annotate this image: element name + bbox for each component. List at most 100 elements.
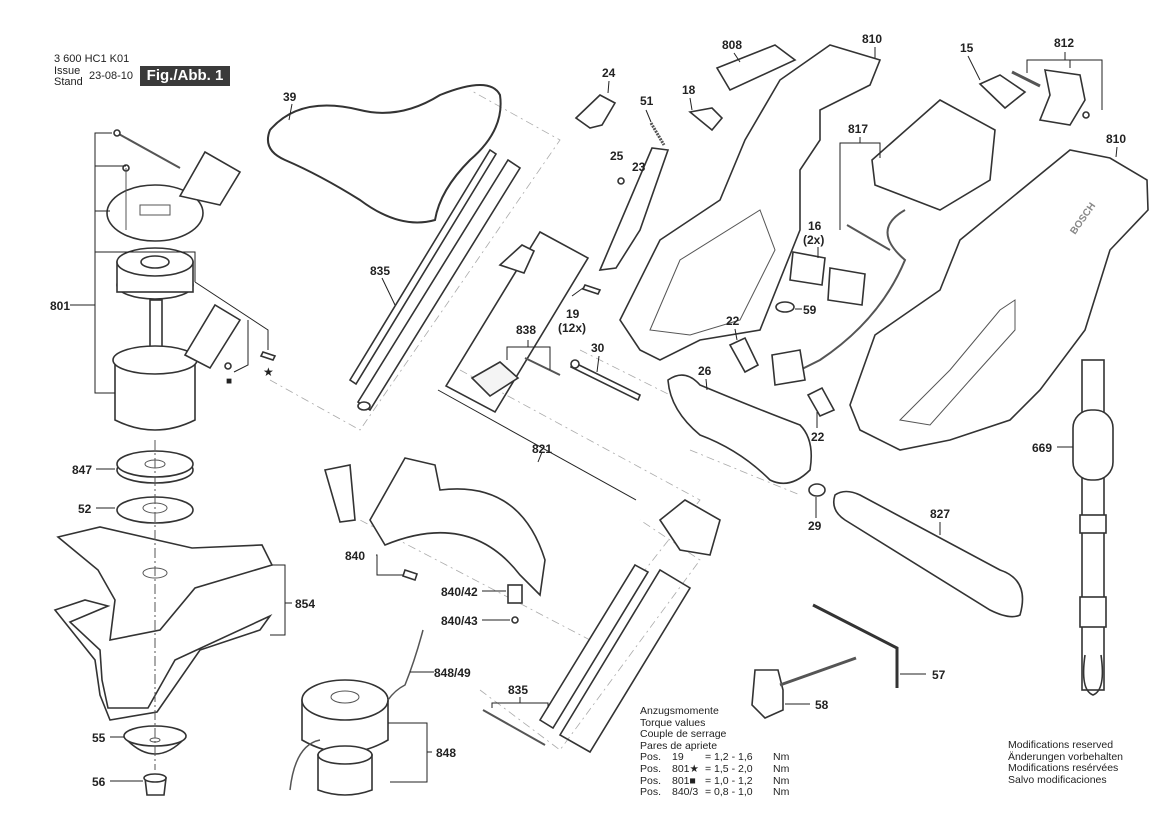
issue-date: 23-08-10 — [89, 70, 134, 82]
label-18: 18 — [682, 83, 696, 97]
label-835-top: 835 — [370, 264, 390, 278]
label-827: 827 — [930, 507, 950, 521]
washer-29[interactable] — [808, 483, 826, 497]
label-821: 821 — [532, 442, 552, 456]
torque-value: = 1,0 - 1,2 — [705, 774, 753, 787]
torque-value: = 1,5 - 2,0 — [705, 762, 753, 775]
label-58: 58 — [815, 698, 829, 712]
square-symbol-icon: ■ — [226, 376, 232, 387]
label-25: 25 — [610, 149, 624, 163]
clip-22-lower[interactable] — [806, 386, 836, 418]
grip-827[interactable] — [832, 490, 1024, 618]
nut-56-part[interactable] — [143, 773, 167, 796]
label-23: 23 — [632, 160, 646, 174]
switch-block[interactable] — [771, 349, 806, 386]
label-848-49: 848/49 — [434, 666, 471, 680]
torque-values-table: Anzugsmomente Torque values Couple de se… — [640, 705, 790, 799]
housing-half-810-left[interactable] — [619, 44, 882, 361]
clip-25[interactable] — [617, 177, 625, 185]
label-848: 848 — [436, 746, 456, 760]
torque-value: = 1,2 - 1,6 — [705, 751, 753, 764]
torque-title-de: Anzugsmomente — [640, 705, 719, 717]
label-854: 854 — [295, 597, 315, 611]
spacer-840-42[interactable] — [507, 584, 523, 604]
torque-item: 840/3 — [672, 786, 699, 799]
motor-housing-part[interactable] — [112, 303, 242, 431]
issue-label: Issue — [54, 65, 81, 77]
label-26: 26 — [698, 364, 712, 378]
switch-812-part[interactable] — [1011, 69, 1090, 126]
star-symbol-icon: ★ — [263, 365, 274, 379]
screw-840-43[interactable] — [511, 616, 519, 624]
part-15[interactable] — [978, 74, 1027, 110]
torque-title-es: Pares de apriete — [640, 739, 718, 752]
torque-pos: Pos. — [640, 751, 662, 764]
torque-unit: Nm — [773, 774, 790, 787]
handle-26[interactable] — [667, 374, 813, 485]
hex-key-57[interactable] — [812, 603, 899, 688]
part-18[interactable] — [688, 107, 724, 132]
mods-fr: Modifications resérvées — [1008, 762, 1119, 775]
screw-840[interactable] — [401, 568, 419, 582]
bolt-30[interactable] — [569, 360, 642, 402]
label-22-upper: 22 — [726, 314, 740, 328]
clip-22-upper[interactable] — [728, 336, 760, 374]
torque-pos: Pos. — [640, 774, 662, 787]
label-strip-808[interactable] — [715, 44, 797, 92]
modifications-note: Modifications reserved Änderungen vorbeh… — [1008, 739, 1123, 786]
trimmer-line-848-49[interactable] — [289, 629, 424, 791]
ring-59[interactable] — [775, 301, 795, 313]
motor-cover-part[interactable] — [106, 129, 242, 242]
part-24[interactable] — [574, 94, 617, 129]
label-15: 15 — [960, 41, 974, 55]
pads-16-part[interactable] — [789, 251, 866, 306]
flange-847-part[interactable] — [116, 450, 194, 484]
mods-en: Modifications reserved — [1008, 739, 1114, 751]
decal-838-part[interactable] — [470, 357, 561, 398]
label-16-qty: (2x) — [803, 233, 824, 247]
torque-item: 801■ — [672, 774, 696, 787]
torque-item: 19 — [672, 751, 684, 764]
label-19: 19 — [566, 307, 580, 321]
blade-854-part[interactable] — [53, 526, 274, 721]
guard-840-part[interactable] — [323, 457, 546, 597]
label-30: 30 — [591, 341, 605, 355]
torque-item: 801★ — [672, 762, 699, 775]
label-29: 29 — [808, 519, 822, 533]
label-52: 52 — [78, 502, 92, 516]
tube-821-part[interactable] — [444, 230, 590, 414]
label-810-right: 810 — [1106, 132, 1126, 146]
spool-848-part[interactable] — [301, 679, 389, 796]
screw-19[interactable] — [581, 284, 602, 295]
label-835-bottom: 835 — [508, 683, 528, 697]
electronics-817-part[interactable] — [789, 99, 996, 376]
spring-51[interactable] — [649, 122, 666, 146]
housing-half-810-right[interactable]: BOSCH — [849, 149, 1149, 451]
torque-unit: Nm — [773, 786, 790, 799]
torque-value: = 0,8 - 1,0 — [705, 786, 753, 799]
part-number: 3 600 HC1 K01 — [54, 53, 130, 65]
screws-801[interactable] — [224, 351, 277, 370]
stand-label: Stand — [54, 76, 83, 88]
torque-row: Pos. 801■ = 1,0 - 1,2 Nm — [640, 774, 790, 788]
trigger-23[interactable] — [598, 147, 670, 271]
label-847: 847 — [72, 463, 92, 477]
tube-lower-part[interactable] — [482, 499, 721, 754]
belt-part[interactable] — [266, 84, 502, 224]
shaft-835-part[interactable] — [348, 148, 522, 412]
label-56: 56 — [92, 775, 106, 789]
label-840-42: 840/42 — [441, 585, 478, 599]
wrench-58-part[interactable] — [751, 656, 857, 719]
figure-label: Fig./Abb. 1 — [140, 66, 230, 86]
stator-part[interactable] — [116, 247, 194, 349]
torque-title-fr: Couple de serrage — [640, 728, 727, 741]
label-24: 24 — [602, 66, 616, 80]
label-838: 838 — [516, 323, 536, 337]
label-57: 57 — [932, 668, 946, 682]
strap-669-part[interactable] — [1072, 359, 1114, 696]
label-669: 669 — [1032, 441, 1052, 455]
